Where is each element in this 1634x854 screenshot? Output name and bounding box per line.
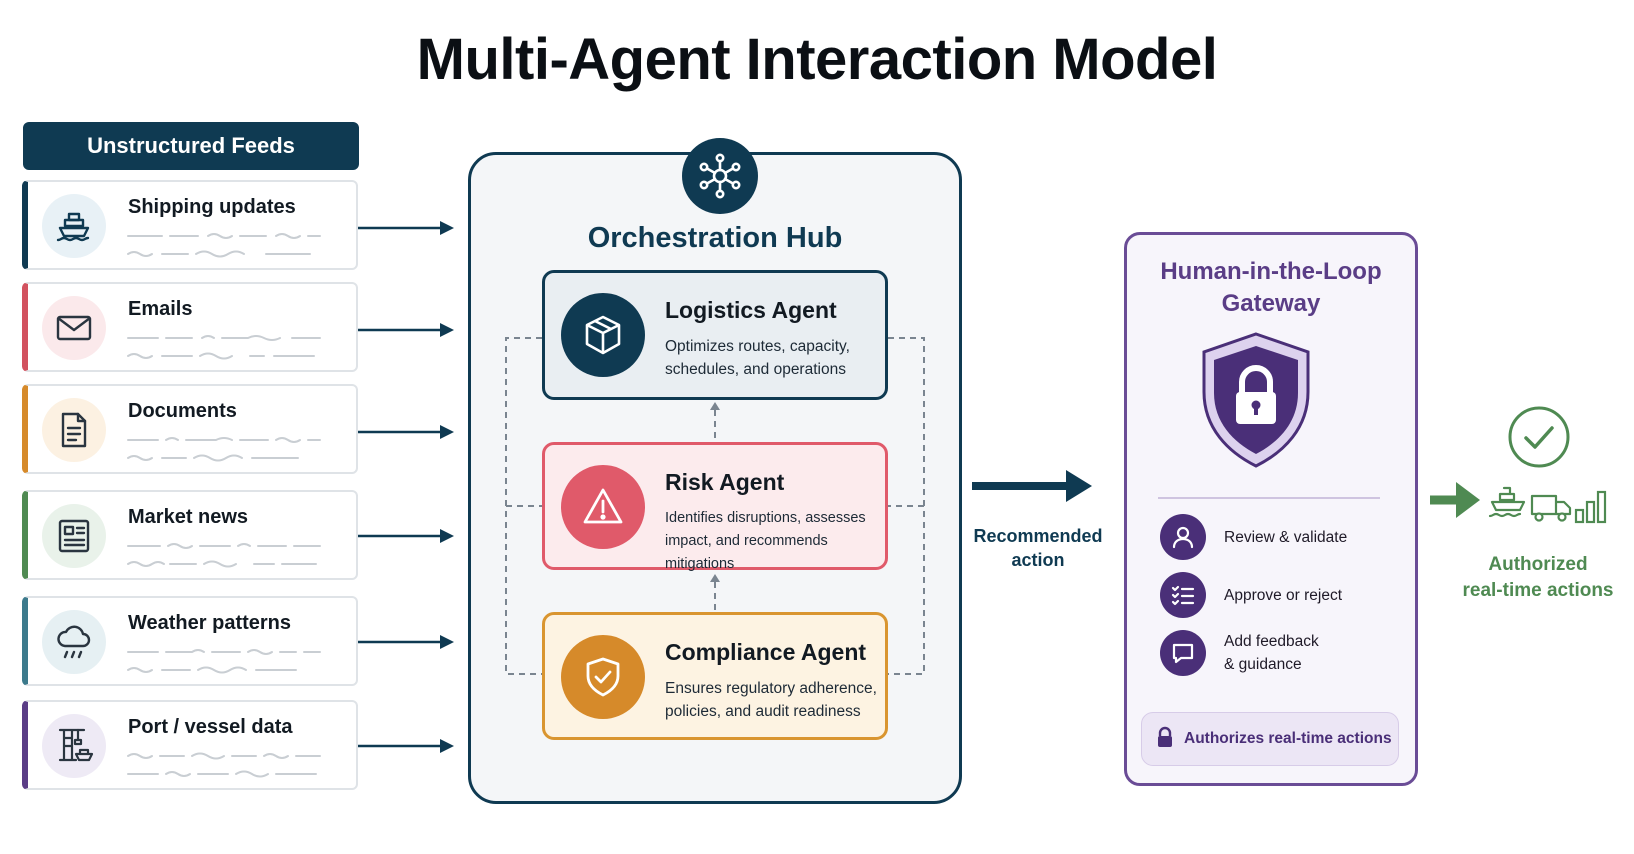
document-icon [42,398,106,462]
agent-name: Risk Agent [665,469,785,495]
feed-arrow [358,425,454,439]
hub-title: Orchestration Hub [587,222,843,254]
feed-label: Documents [128,400,237,422]
feed-arrow [358,739,454,753]
shield-lock-icon [1202,332,1310,468]
step-label-line-1: Add feedback [1224,633,1319,650]
gateway-step-approve: Approve or reject [1160,572,1342,618]
shield-check-icon [561,635,645,719]
text-placeholder-lines [127,437,321,462]
user-icon [1160,514,1206,560]
authorized-arrow [1430,482,1480,518]
step-label: Add feedback & guidance [1224,630,1319,676]
hitl-gateway-title: Human-in-the-Loop Gateway [1124,256,1418,320]
agent-description: Ensures regulatory adherence, policies, … [665,680,877,720]
bar-chart-icon [1574,490,1607,524]
gateway-title-line-1: Human-in-the-Loop [1160,258,1382,285]
cloud-rain-icon [42,610,106,674]
feeds-header: Unstructured Feeds [23,122,359,170]
gateway-divider [1158,497,1380,499]
agent-name: Logistics Agent [665,297,837,323]
authorized-line-1: Authorized [1488,554,1588,575]
authorizes-actions-pill: Authorizes real-time actions [1141,712,1399,766]
authorizes-actions-label: Authorizes real-time actions [1184,730,1392,747]
gateway-title-line-2: Gateway [1221,290,1321,317]
feed-documents: Documents [22,384,358,474]
feed-arrow [358,635,454,649]
step-label-line-2: & guidance [1224,656,1302,673]
feed-label: Weather patterns [128,612,292,634]
diagram-title: Multi-Agent Interaction Model [416,27,1218,92]
feed-label: Port / vessel data [128,716,293,738]
agent-description: Identifies disruptions, assesses impact,… [665,510,866,572]
recommended-action-arrow [972,470,1092,502]
recommended-line-1: Recommended [973,526,1103,546]
recommended-action-label: Recommended action [968,524,1108,572]
network-hub-icon [682,138,758,214]
gateway-step-review: Review & validate [1160,514,1347,560]
warning-triangle-icon [561,465,645,549]
feed-label: Market news [128,506,249,528]
compliance-agent-card: Compliance Agent Ensures regulatory adhe… [542,612,888,740]
truck-icon [1530,494,1572,522]
envelope-icon [42,296,106,360]
feed-shipping-updates: Shipping updates [22,180,358,270]
gateway-step-feedback: Add feedback & guidance [1160,630,1319,676]
agent-description: Optimizes routes, capacity, schedules, a… [665,338,850,378]
text-placeholder-lines [127,335,321,360]
text-placeholder-lines [127,543,321,568]
newspaper-icon [42,504,106,568]
authorized-actions-label: Authorized real-time actions [1454,552,1622,604]
hitl-gateway-panel [1124,232,1418,786]
feed-port-vessel-data: Port / vessel data [22,700,358,790]
package-box-icon [561,293,645,377]
feed-label: Shipping updates [128,196,296,218]
step-label: Approve or reject [1224,586,1343,604]
logistics-agent-card: Logistics Agent Optimizes routes, capaci… [542,270,888,400]
chat-bubble-icon [1160,630,1206,676]
check-circle-icon [1508,406,1570,468]
feed-market-news: Market news [22,490,358,580]
lock-icon [1156,726,1174,753]
text-placeholder-lines [127,649,321,674]
text-placeholder-lines [127,233,321,258]
feed-arrow [358,323,454,337]
authorized-line-2: real-time actions [1462,580,1614,601]
recommended-line-2: action [1011,550,1065,570]
text-placeholder-lines [127,752,321,778]
feed-arrow [358,221,454,235]
feed-label: Emails [128,298,193,320]
risk-agent-card: Risk Agent Identifies disruptions, asses… [542,442,888,572]
agent-connectors [505,337,925,675]
checklist-icon [1160,572,1206,618]
feed-weather-patterns: Weather patterns [22,596,358,686]
feed-emails: Emails [22,282,358,372]
ship-icon [1488,486,1526,518]
port-crane-icon [42,714,106,778]
ship-icon [42,194,106,258]
feed-arrow [358,529,454,543]
step-label: Review & validate [1224,528,1348,546]
agent-name: Compliance Agent [665,639,867,665]
